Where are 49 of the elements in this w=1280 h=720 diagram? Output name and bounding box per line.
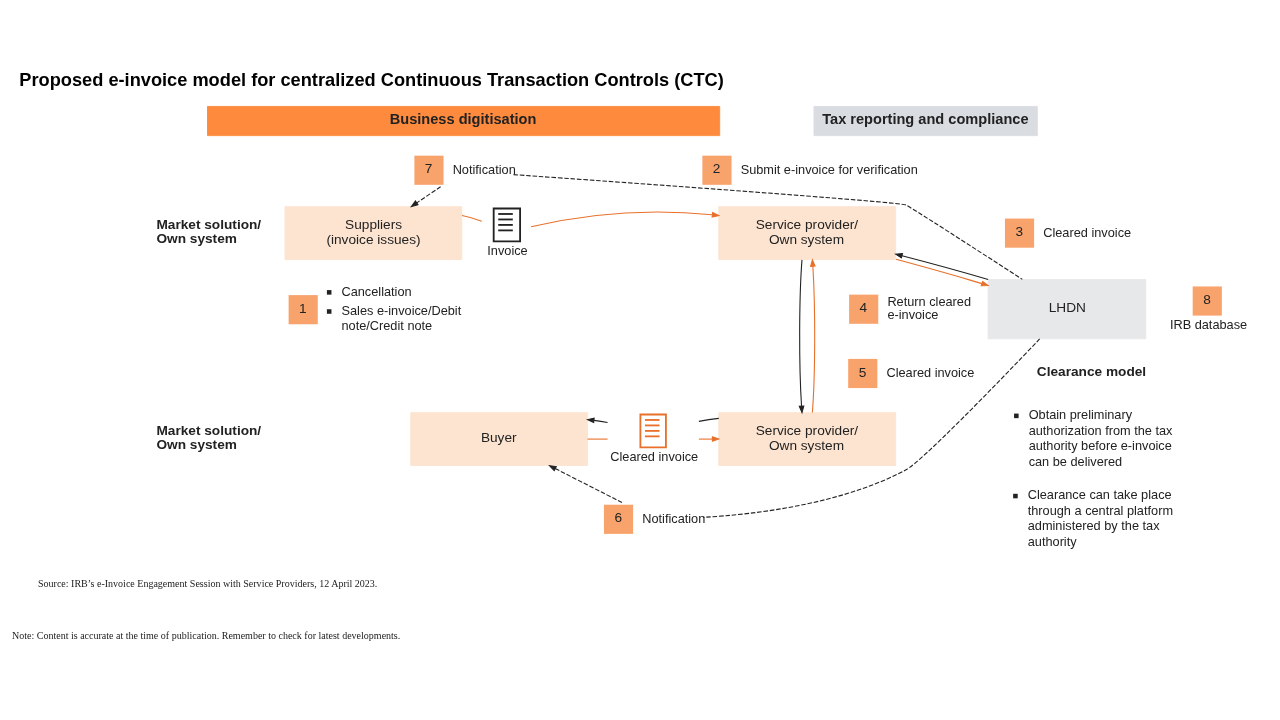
node-picture bbox=[492, 207, 521, 242]
node-box: 3 bbox=[1004, 218, 1035, 248]
arrow bbox=[585, 416, 609, 423]
node-label: Notification bbox=[642, 510, 706, 526]
node-box: 6 bbox=[603, 504, 634, 534]
node-box: LHDN bbox=[987, 278, 1147, 339]
arrow bbox=[798, 258, 805, 414]
arrow bbox=[410, 185, 442, 207]
node-box: 8 bbox=[1192, 285, 1222, 316]
label: Market solution/ Own system bbox=[156, 216, 262, 246]
node-box: Business digitisation bbox=[207, 105, 721, 136]
connector bbox=[512, 173, 1023, 280]
node-label: IRB database bbox=[1169, 316, 1248, 332]
connector bbox=[461, 214, 483, 222]
node-label: Submit e-invoice for verification bbox=[740, 161, 918, 177]
connector bbox=[702, 337, 1041, 518]
node-box: Suppliers (invoice issues) bbox=[284, 205, 463, 260]
arrow bbox=[698, 435, 721, 442]
node-box: Service provider/ Own system bbox=[718, 205, 897, 260]
diagram-title: Proposed e-invoice model for centralized Continuous Transaction Controls (CTC) bbox=[19, 69, 724, 90]
arrow bbox=[530, 210, 721, 227]
label: Clearance can take place through a central platform administered by the tax authority bbox=[1027, 486, 1174, 549]
arrow bbox=[548, 464, 623, 503]
node-box: 5 bbox=[848, 358, 878, 388]
label: Clearance model bbox=[1036, 363, 1147, 379]
label: Source: IRB’s e-Invoice Engagement Session with Service Providers, 12 April 2023. bbox=[37, 577, 378, 589]
node-box: 7 bbox=[414, 155, 444, 185]
arrow bbox=[809, 257, 816, 413]
connector bbox=[587, 438, 609, 440]
node-box: Service provider/ Own system bbox=[718, 411, 897, 466]
node-box: Tax reporting and compliance bbox=[813, 105, 1038, 136]
node-picture bbox=[639, 413, 667, 448]
arrow bbox=[894, 252, 989, 280]
node-label: Cleared invoice bbox=[1043, 224, 1132, 239]
label: Obtain preliminary authorization from the tax authority before e-invoice can be delivered bbox=[1028, 406, 1173, 469]
node-box: 2 bbox=[702, 155, 732, 185]
node-label: Notification bbox=[452, 161, 516, 177]
connector bbox=[698, 417, 720, 422]
node-label: Invoice bbox=[487, 242, 528, 258]
node-box: Buyer bbox=[410, 411, 588, 466]
label: Market solution/ Own system bbox=[156, 422, 262, 452]
node-label: Return cleared e-invoice bbox=[887, 293, 972, 322]
arrow bbox=[895, 258, 990, 286]
node-label: Cleared invoice bbox=[886, 364, 975, 380]
node-label: Cancellation bbox=[341, 283, 412, 299]
node-box: 4 bbox=[849, 294, 879, 324]
node-label: Cleared invoice bbox=[610, 448, 699, 464]
label: Note: Content is accurate at the time of publication. Remember to check for latest developments. bbox=[12, 629, 401, 640]
node-label: Sales e-invoice/Debit note/Credit note bbox=[341, 302, 462, 333]
